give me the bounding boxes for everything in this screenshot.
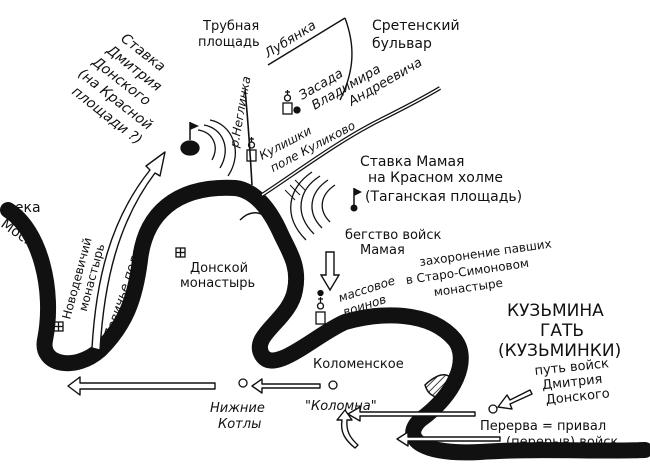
lubyanka-street	[267, 17, 346, 66]
svg-text:бульвар: бульвар	[372, 36, 432, 52]
svg-text:Дмитрия: Дмитрия	[541, 372, 603, 393]
label-nizhnie-kotly: Нижние Котлы	[210, 401, 265, 432]
label-kolomenskoe: Коломенское	[313, 357, 404, 372]
label-reka-moskva: река Москва	[0, 200, 51, 260]
svg-text:монастырь: монастырь	[180, 276, 255, 291]
svg-text:на Красном холме: на Красном холме	[368, 170, 503, 186]
svg-text:Ставка Мамая: Ставка Мамая	[360, 154, 464, 170]
svg-text:Мамая: Мамая	[360, 243, 405, 258]
monastery-icon	[53, 321, 64, 332]
label-kolomna: "Коломна"	[305, 399, 377, 414]
label-begstvo: бегство войск Мамая	[345, 228, 442, 258]
neglinka-river	[244, 89, 253, 186]
svg-text:Нижние: Нижние	[210, 401, 265, 416]
church-icon	[315, 289, 326, 325]
svg-text:(Таганская площадь): (Таганская площадь)	[365, 189, 522, 205]
svg-text:площадь: площадь	[198, 35, 260, 50]
flag-icon	[350, 188, 362, 212]
village-circle-icon	[238, 378, 248, 388]
monastery-icon	[175, 247, 186, 258]
label-sretensky: Сретенский бульвар	[372, 18, 460, 52]
label-trubnaya: Трубная площадь	[198, 19, 260, 50]
village-circle-icon	[488, 404, 498, 414]
label-donskoy: Донской монастырь	[180, 261, 255, 291]
svg-text:бегство войск: бегство войск	[345, 228, 442, 243]
label-stavka-dmitriya: Ставка Дмитрия Донского (на Красной площ…	[68, 31, 168, 149]
red-hill-taganka	[290, 171, 336, 241]
svg-text:Донского: Донского	[545, 386, 611, 408]
svg-text:КУЗЬМИНА: КУЗЬМИНА	[507, 301, 604, 321]
label-kuzmina: КУЗЬМИНА ГАТЬ (КУЗЬМИНКИ)	[498, 301, 621, 361]
svg-text:Перерва = привал: Перерва = привал	[480, 419, 606, 434]
church-icon	[282, 90, 301, 115]
flag-icon	[189, 122, 199, 140]
village-circle-icon	[328, 380, 338, 390]
route-arrow	[67, 151, 533, 449]
label-stavka-mamaya: Ставка Мамая на Красном холме (Таганская…	[360, 154, 522, 205]
label-pererva: Перерва = привал (перерыв) войск	[480, 419, 618, 450]
svg-text:река: река	[6, 200, 41, 216]
svg-text:Сретенский: Сретенский	[372, 18, 460, 34]
kulishki-field	[284, 179, 306, 201]
oxbow-lake	[424, 374, 454, 399]
church-icon	[246, 137, 257, 162]
label-zakhoronenie: захоронение павших в Старо-Симоновом мон…	[405, 237, 553, 300]
label-lubyanka: Лубянка	[261, 18, 319, 62]
label-put-voysk: путь войск Дмитрия Донского	[534, 356, 611, 408]
svg-text:(перерыв) войск: (перерыв) войск	[506, 435, 618, 450]
svg-text:ГАТЬ: ГАТЬ	[540, 321, 584, 341]
sretensky-boulevard	[339, 17, 353, 101]
retreat-arrow	[319, 251, 341, 292]
svg-text:(КУЗЬМИНКИ): (КУЗЬМИНКИ)	[498, 341, 621, 361]
svg-text:Котлы: Котлы	[218, 417, 261, 432]
svg-text:Трубная: Трубная	[202, 19, 259, 34]
svg-text:Донской: Донской	[190, 261, 248, 276]
red-square-hill	[180, 119, 236, 177]
